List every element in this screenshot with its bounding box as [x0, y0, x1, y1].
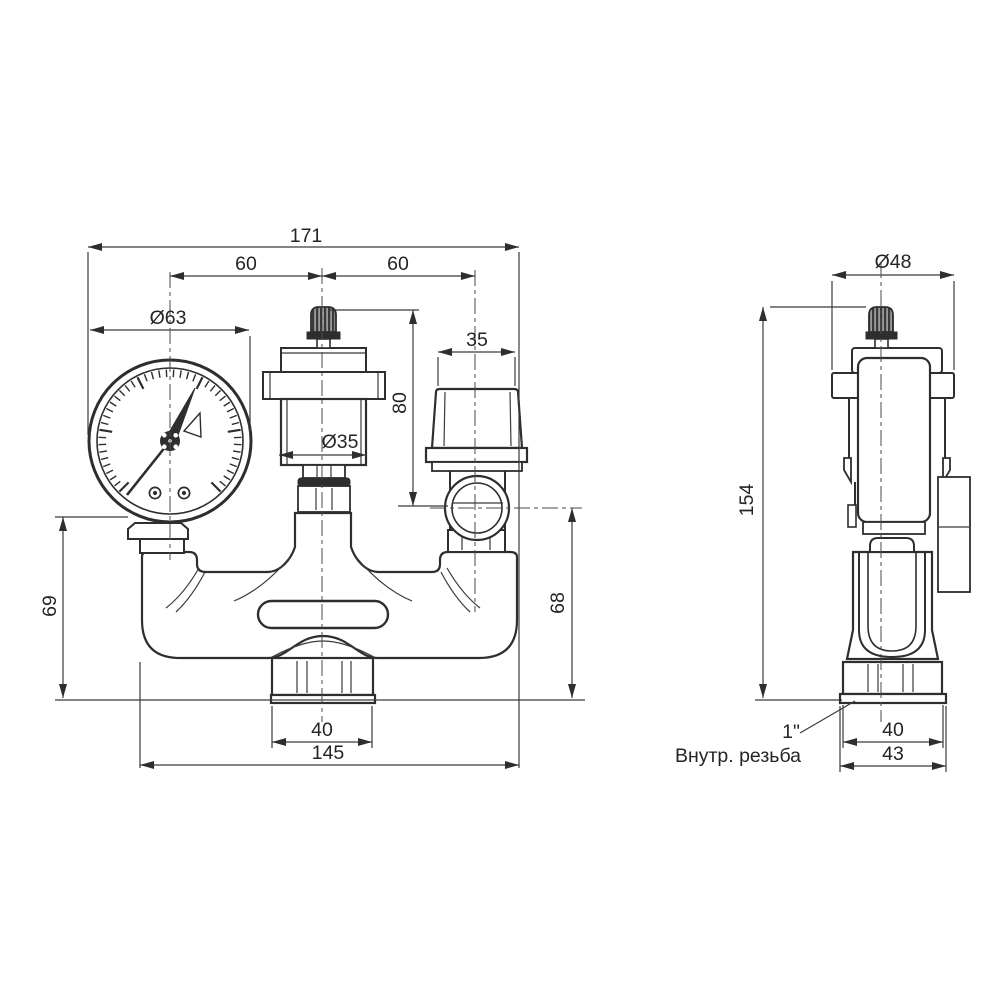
outlet-nut	[269, 656, 377, 705]
side-clip-right	[942, 457, 951, 486]
gauge-screws	[148, 486, 191, 500]
side-valve-bracket	[937, 476, 971, 593]
vent-upper-body	[280, 347, 367, 373]
dim-gauge-to-vent: 60	[235, 253, 257, 275]
gauge-stem-tube	[139, 538, 185, 554]
dimension-annotations: 171 60 60 Ø63 35 Ø35 80 69 68 40 145 Ø48…	[39, 225, 955, 772]
valve-neck	[431, 461, 523, 472]
side-view	[831, 306, 971, 705]
side-u-inner	[867, 552, 917, 652]
dim-side-base-width: 43	[882, 743, 904, 765]
vent-hex-nut	[297, 485, 351, 513]
front-view	[87, 306, 529, 705]
thread-note-label: Внутр. резьба	[675, 745, 801, 767]
valve-flange	[424, 446, 529, 464]
dim-vent-to-valve: 60	[387, 253, 409, 275]
dim-vent-body-diameter: Ø35	[322, 431, 359, 453]
dim-vent-height: 80	[389, 392, 411, 414]
dim-side-flange-diameter: Ø48	[875, 251, 912, 273]
side-nut	[841, 660, 944, 696]
dim-side-total-height: 154	[736, 484, 758, 517]
dim-valve-cap-width: 35	[466, 329, 488, 351]
safety-valve	[424, 387, 529, 553]
side-neck	[862, 521, 926, 535]
side-vent-body	[856, 356, 932, 524]
dim-bottom-nut-width: 40	[311, 719, 333, 741]
dim-gauge-diameter: Ø63	[150, 307, 187, 329]
dim-total-width: 171	[290, 225, 323, 247]
dim-manifold-width: 145	[312, 742, 345, 764]
vent-oring	[297, 477, 351, 487]
vent-cap-ring	[306, 331, 341, 340]
gauge-ticks	[98, 369, 242, 493]
gauge-stem-hex	[127, 522, 189, 540]
vent-knurled-cap	[310, 306, 337, 333]
gauge-max-pointer	[182, 411, 202, 439]
manifold-body	[140, 511, 519, 660]
vent-flange	[262, 371, 386, 400]
side-u-outer	[858, 552, 926, 659]
air-vent-valve	[262, 306, 386, 513]
side-base-plate	[838, 692, 948, 705]
side-dome	[869, 537, 915, 553]
dim-side-nut-width: 40	[882, 719, 904, 741]
thread-leader-line	[799, 700, 856, 734]
thread-size-label: 1"	[782, 721, 800, 743]
side-clip-left	[843, 457, 852, 486]
valve-cap	[430, 387, 524, 450]
dim-left-height: 69	[39, 595, 61, 617]
vent-stem	[302, 464, 346, 479]
manifold-slot	[256, 599, 390, 630]
dim-right-height: 68	[547, 592, 569, 614]
side-latch	[847, 504, 857, 528]
